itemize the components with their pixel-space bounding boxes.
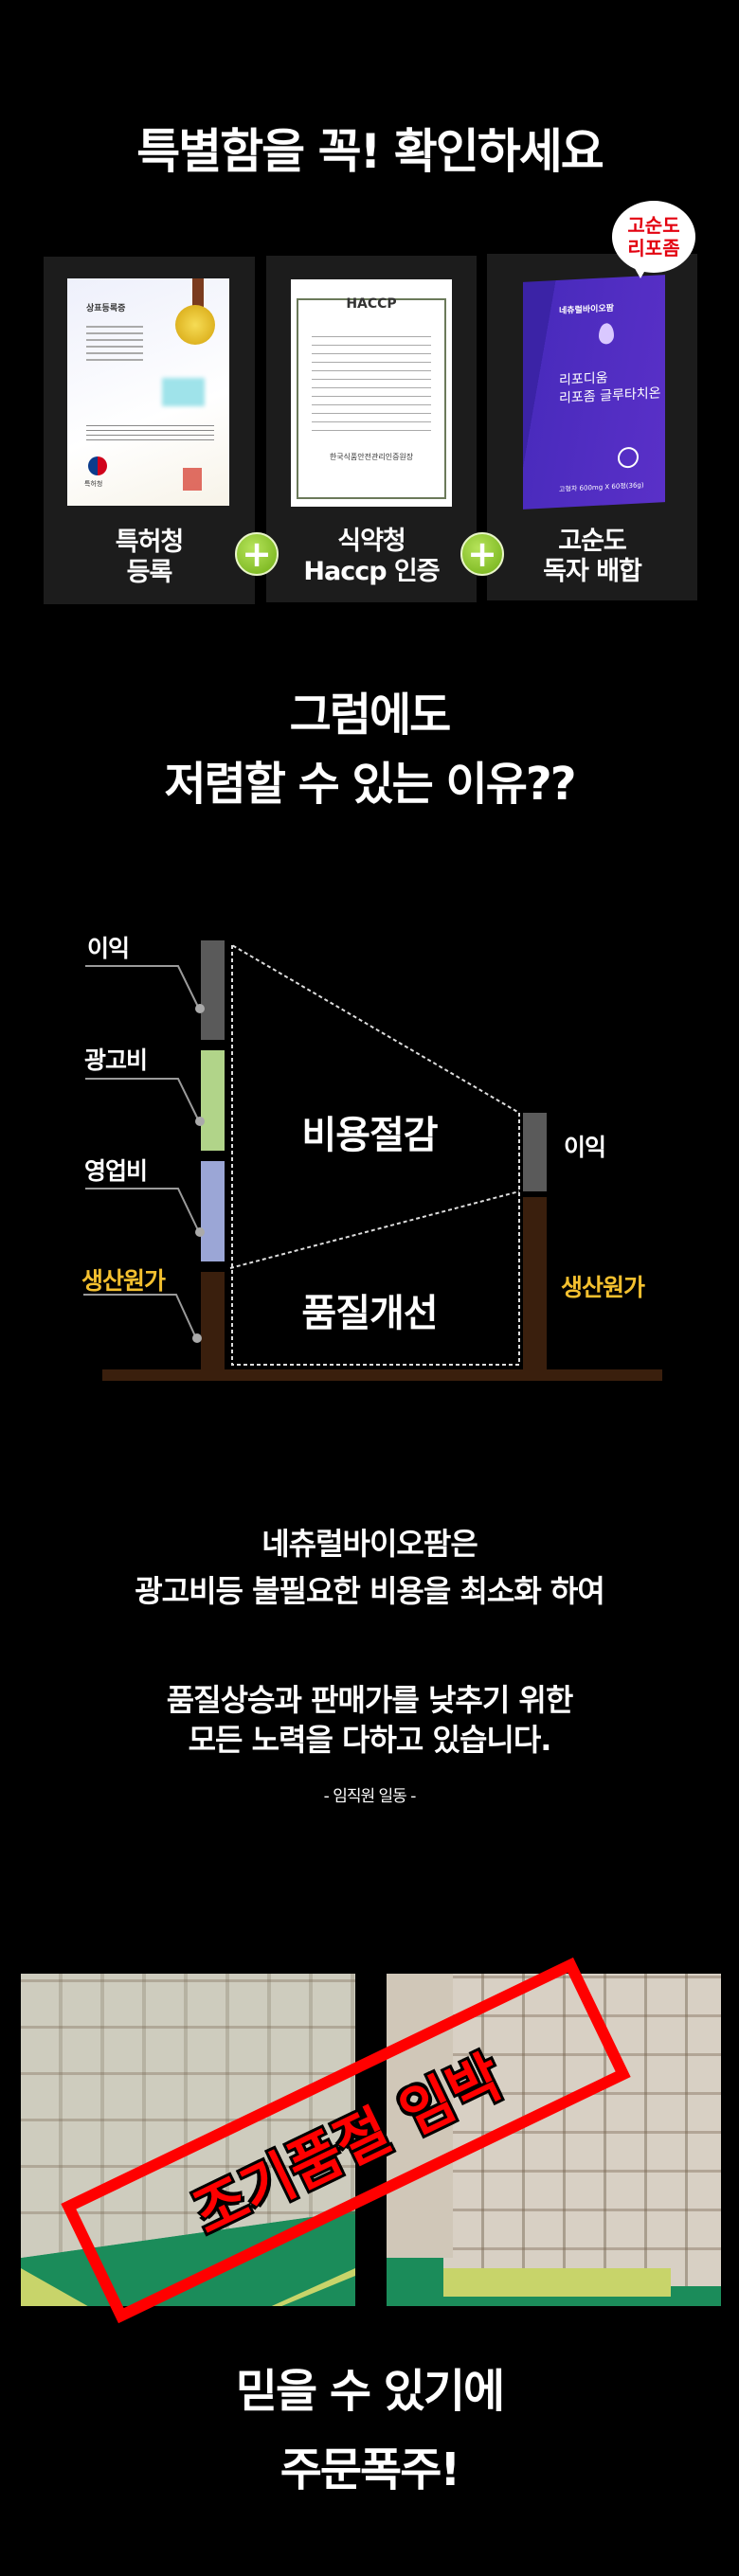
leader-line [83,1294,197,1339]
trademark-certificate-image: 상표등록증 특허청 [67,278,229,506]
plus-icon: + [460,532,504,576]
left-ad-cost-bar [201,1050,225,1151]
card-label-line2: Haccp 인증 [303,557,440,586]
card-label: 특허청 등록 [44,528,255,588]
leader-dot [192,1333,202,1343]
quality-improvement-label: 품질개선 [301,1292,438,1335]
product-box-image: 네츄럴바이오팜 리포디움 리포좀 글루타치온 고형차 600mg X 60정(3… [523,275,665,510]
haccp-badge-icon [618,446,639,469]
message-line4: 모든 노력을 다하고 있습니다. [188,1722,552,1758]
product-subname: 리포좀 글루타치온 [559,385,661,406]
left-profit-label: 이익 [87,935,130,962]
bubble-line1: 고순도 [627,214,680,237]
leader-dot [195,1117,205,1126]
card-label-line2: 독자 배합 [543,557,642,586]
certificate-text [86,326,143,364]
certificate-border [297,298,446,499]
certificate-text [312,336,431,431]
section-heading-line2: 저렴할 수 있는 이유?? [164,758,576,811]
warehouse-photo-left [21,1974,355,2306]
box-stack-side [387,1974,453,2258]
left-production-cost-label: 생산원가 [81,1267,166,1295]
leader-line [85,965,200,1010]
footer-line1: 믿을 수 있기에 [235,2365,505,2418]
product-brand: 네츄럴바이오팜 [559,303,614,316]
box-stack-rows [443,1974,721,2286]
card-label: 식약청 Haccp 인증 [266,527,477,587]
korea-emblem-icon [88,456,107,475]
issuer-text: 한국식품안전관리인증원장 [329,453,414,461]
message-line3: 품질상승과 판매가를 낮추기 위한 [166,1682,574,1718]
card-label-line2: 등록 [126,558,173,587]
card-formula: 네츄럴바이오팜 리포디움 리포좀 글루타치온 고형차 600mg X 60정(3… [487,254,697,600]
leader-dot [195,1227,205,1237]
footer-line2: 주문폭주! [279,2443,461,2496]
left-sales-cost-bar [201,1161,225,1261]
leader-line [85,1188,200,1233]
plus-icon: + [235,532,279,576]
signature: - 임직원 일동 - [323,1787,417,1806]
droplet-icon [599,322,614,345]
card-patent: 상표등록증 특허청 특허청 등록 [44,257,255,604]
left-production-cost-bar [201,1272,225,1371]
haccp-certificate-image: HACCP 한국식품안전관리인증원장 [291,279,452,507]
certificate-title: 상표등록증 [86,304,126,313]
pallet [443,2268,671,2297]
box-stack-rows [21,1974,355,2258]
leader-dot [195,1004,205,1013]
message-line1: 네츄럴바이오팜은 [261,1526,478,1562]
left-profit-bar [201,940,225,1040]
base-bar [102,1369,662,1381]
certificate-title: HACCP [346,296,397,312]
message-line2: 광고비등 불필요한 비용을 최소화 하여 [135,1573,605,1609]
right-profit-label: 이익 [564,1134,606,1161]
right-profit-bar [523,1113,547,1191]
blurred-area [162,378,205,406]
right-production-cost-label: 생산원가 [561,1274,645,1301]
card-label-line1: 고순도 [558,527,627,556]
issuer-text: 특허청 [84,480,103,488]
right-production-cost-bar [523,1197,547,1371]
bubble-line2: 리포좀 [627,237,680,259]
left-ad-cost-label: 광고비 [84,1046,148,1074]
gold-seal-icon [175,305,215,345]
card-haccp: HACCP 한국식품안전관리인증원장 식약청 Haccp 인증 [266,256,477,602]
diagram-lines [83,944,520,1366]
product-spec: 고형차 600mg X 60정(36g) [559,481,644,493]
warehouse-photo-right [387,1974,721,2306]
card-label-line1: 식약청 [337,527,406,556]
certificate-text [86,425,214,444]
red-stamp-icon [183,468,202,491]
card-label: 고순도 독자 배합 [487,527,697,587]
page-title: 특별함을 꼭! 확인하세요 [136,124,604,179]
cost-outline [231,944,520,1366]
ribbon-icon [192,278,204,307]
leader-line [85,1078,200,1122]
box-stack [443,1974,721,2286]
left-sales-cost-label: 영업비 [84,1157,148,1185]
cost-saving-label: 비용절감 [301,1114,438,1157]
quality-line [229,1190,520,1269]
card-label-line1: 특허청 [115,528,185,557]
bubble-tail [633,265,648,278]
section-heading-line1: 그럼에도 [289,689,452,742]
